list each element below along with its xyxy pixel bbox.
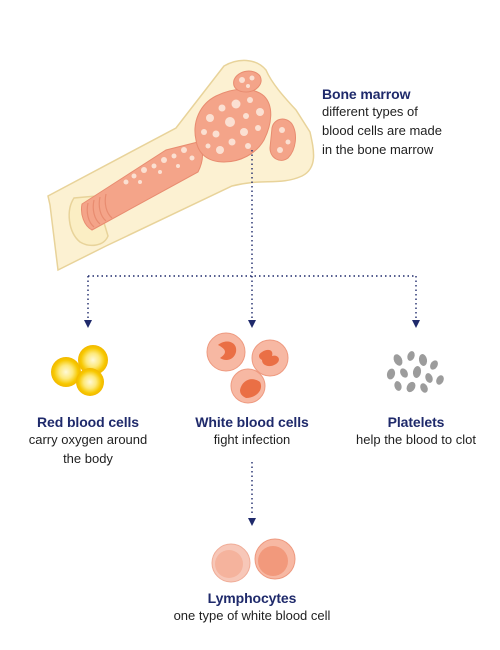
canal-ribs (86, 193, 113, 228)
marrow-knob (233, 70, 262, 93)
red-blood-cells-desc-line: carry oxygen around (28, 432, 148, 447)
arrow-down-icon (84, 320, 92, 328)
bone-marrow-label: Bone marrow different types of blood cel… (322, 86, 492, 159)
arrow-down-icon (248, 320, 256, 328)
bone-marrow-title: Bone marrow (322, 86, 411, 102)
platelets-label: Platelets help the blood to clot (336, 414, 496, 449)
lymphocytes-icon (211, 538, 296, 583)
marrow-lobe (269, 118, 296, 161)
arrow-down-icon (248, 518, 256, 526)
white-blood-cells-desc-line: fight infection (213, 432, 291, 447)
white-blood-cells-title: White blood cells (195, 414, 309, 430)
arrowheads (84, 320, 420, 526)
marrow-dots (123, 75, 291, 185)
platelets-icon (386, 351, 444, 393)
dotted-connectors (87, 150, 417, 515)
arrow-down-icon (412, 320, 420, 328)
red-blood-cells-label: Red blood cells carry oxygen around the … (8, 414, 168, 468)
red-blood-cells-title: Red blood cells (37, 414, 139, 430)
lymphocytes-desc-line: one type of white blood cell (173, 608, 331, 623)
bone-illustration (47, 59, 315, 272)
red-blood-cells-icon (51, 345, 108, 396)
platelets-desc-line: help the blood to clot (356, 432, 476, 447)
bone-marrow-desc-line: blood cells are made (322, 123, 442, 138)
platelets-title: Platelets (387, 414, 445, 430)
white-blood-cells-label: White blood cells fight infection (172, 414, 332, 449)
bone-marrow-desc-line: different types of (322, 104, 418, 119)
bone-marrow-desc-line: in the bone marrow (322, 142, 434, 157)
red-blood-cells-desc-line: the body (63, 451, 113, 466)
white-blood-cells-icon (206, 332, 289, 404)
lymphocytes-title: Lymphocytes (207, 590, 297, 606)
lymphocytes-label: Lymphocytes one type of white blood cell (142, 590, 362, 625)
